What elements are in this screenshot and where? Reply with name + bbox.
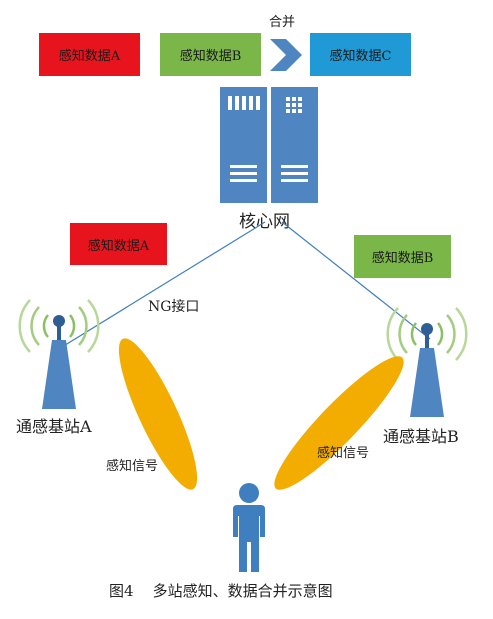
sensing-data-c-box: 感知数据C: [310, 33, 411, 76]
base-station-a-icon: [18, 299, 100, 409]
ng-interface-label: NG接口: [148, 299, 200, 315]
figure-caption: 图4 多站感知、数据合并示意图: [109, 582, 333, 600]
link-data-b-box: 感知数据B: [354, 235, 451, 278]
merge-arrow-icon: [270, 39, 302, 71]
server-icon: [220, 87, 318, 203]
sensing-data-b-box: 感知数据B: [160, 33, 261, 76]
right-sensing-beam: [274, 356, 404, 490]
base-station-b-label: 通感基站B: [383, 427, 459, 446]
left-sensing-beam: [118, 338, 198, 490]
sensing-data-a-box: 感知数据A: [39, 33, 140, 76]
base-station-b-icon: [386, 307, 468, 417]
person-icon: [233, 483, 265, 572]
merge-label: 合并: [269, 15, 296, 30]
base-station-a-label: 通感基站A: [16, 417, 92, 436]
link-data-a-box: 感知数据A: [70, 223, 167, 265]
sensing-signal-right-label: 感知信号: [317, 446, 370, 461]
sensing-signal-left-label: 感知信号: [106, 459, 159, 474]
